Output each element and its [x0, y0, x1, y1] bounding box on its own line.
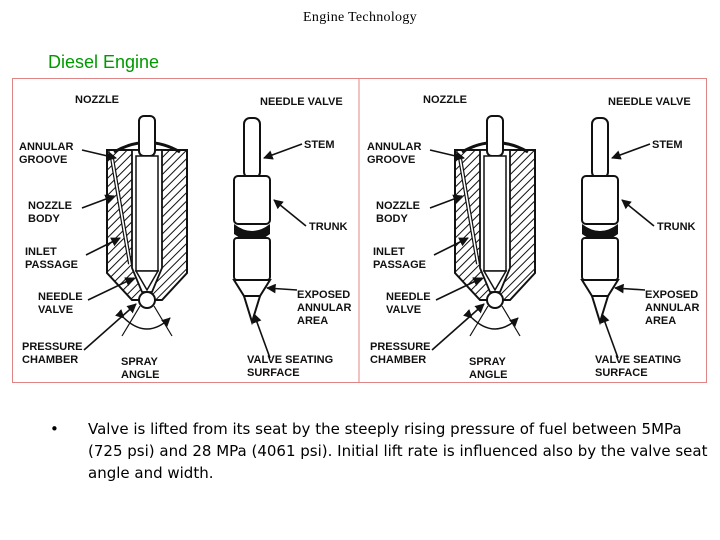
leader-arrow — [429, 194, 463, 209]
needle-valve-tip — [242, 295, 262, 326]
page-header: Engine Technology — [303, 10, 417, 25]
needle-rod — [483, 155, 507, 272]
needle-valve-break — [234, 224, 270, 241]
leader-arrow — [83, 303, 137, 351]
leader-arrow — [81, 194, 115, 209]
leader-arrow — [87, 277, 135, 301]
needle-valve-stem — [591, 117, 609, 179]
label-needle-valve-top: NEEDLE VALVE — [608, 96, 691, 108]
label-stem: STEM — [652, 139, 683, 151]
needle-valve-trunk-upper — [581, 175, 619, 225]
pressure-chamber-shape — [486, 291, 504, 309]
leader-arrow — [433, 237, 469, 256]
pressure-chamber-shape — [138, 291, 156, 309]
label-trunk: TRUNK — [657, 221, 696, 233]
spray-lines — [469, 305, 521, 337]
leader-arrow — [266, 283, 298, 294]
leader-arrow — [263, 143, 303, 160]
slide-title: Diesel Engine — [48, 52, 160, 72]
leader-arrow — [431, 303, 485, 351]
leader-arrow — [600, 313, 619, 359]
spray-lines — [121, 305, 173, 337]
leader-arrow — [85, 237, 121, 256]
leader-arrow — [621, 199, 655, 227]
needle-valve-stem — [243, 117, 261, 179]
leader-arrow — [614, 283, 646, 294]
label-nozzle: NOZZLE — [423, 94, 467, 106]
label-nozzle: NOZZLE — [75, 94, 119, 106]
leader-arrow — [435, 277, 483, 301]
leader-arrow — [81, 149, 117, 161]
label-trunk: TRUNK — [309, 221, 348, 233]
needle-valve-trunk-upper — [233, 175, 271, 225]
leader-arrow — [273, 199, 307, 227]
leader-arrow — [252, 313, 271, 359]
bullet-marker: • — [50, 420, 59, 438]
bullet-text: Valve is lifted from its seat by the ste… — [88, 420, 708, 482]
needle-valve-break — [582, 224, 618, 241]
leader-arrow — [429, 149, 465, 161]
needle-valve-trunk-lower — [233, 237, 271, 281]
spray-angle-arc — [463, 309, 519, 330]
label-needle-valve-top: NEEDLE VALVE — [260, 96, 343, 108]
spray-angle-arc — [115, 309, 171, 330]
needle-valve-trunk-lower — [581, 237, 619, 281]
needle-rod — [135, 155, 159, 272]
needle-point — [134, 270, 160, 292]
needle-valve-tip — [590, 295, 610, 326]
needle-point — [482, 270, 508, 292]
needle-tip-top — [138, 115, 156, 157]
label-stem: STEM — [304, 139, 335, 151]
leader-arrow — [611, 143, 651, 160]
needle-tip-top — [486, 115, 504, 157]
